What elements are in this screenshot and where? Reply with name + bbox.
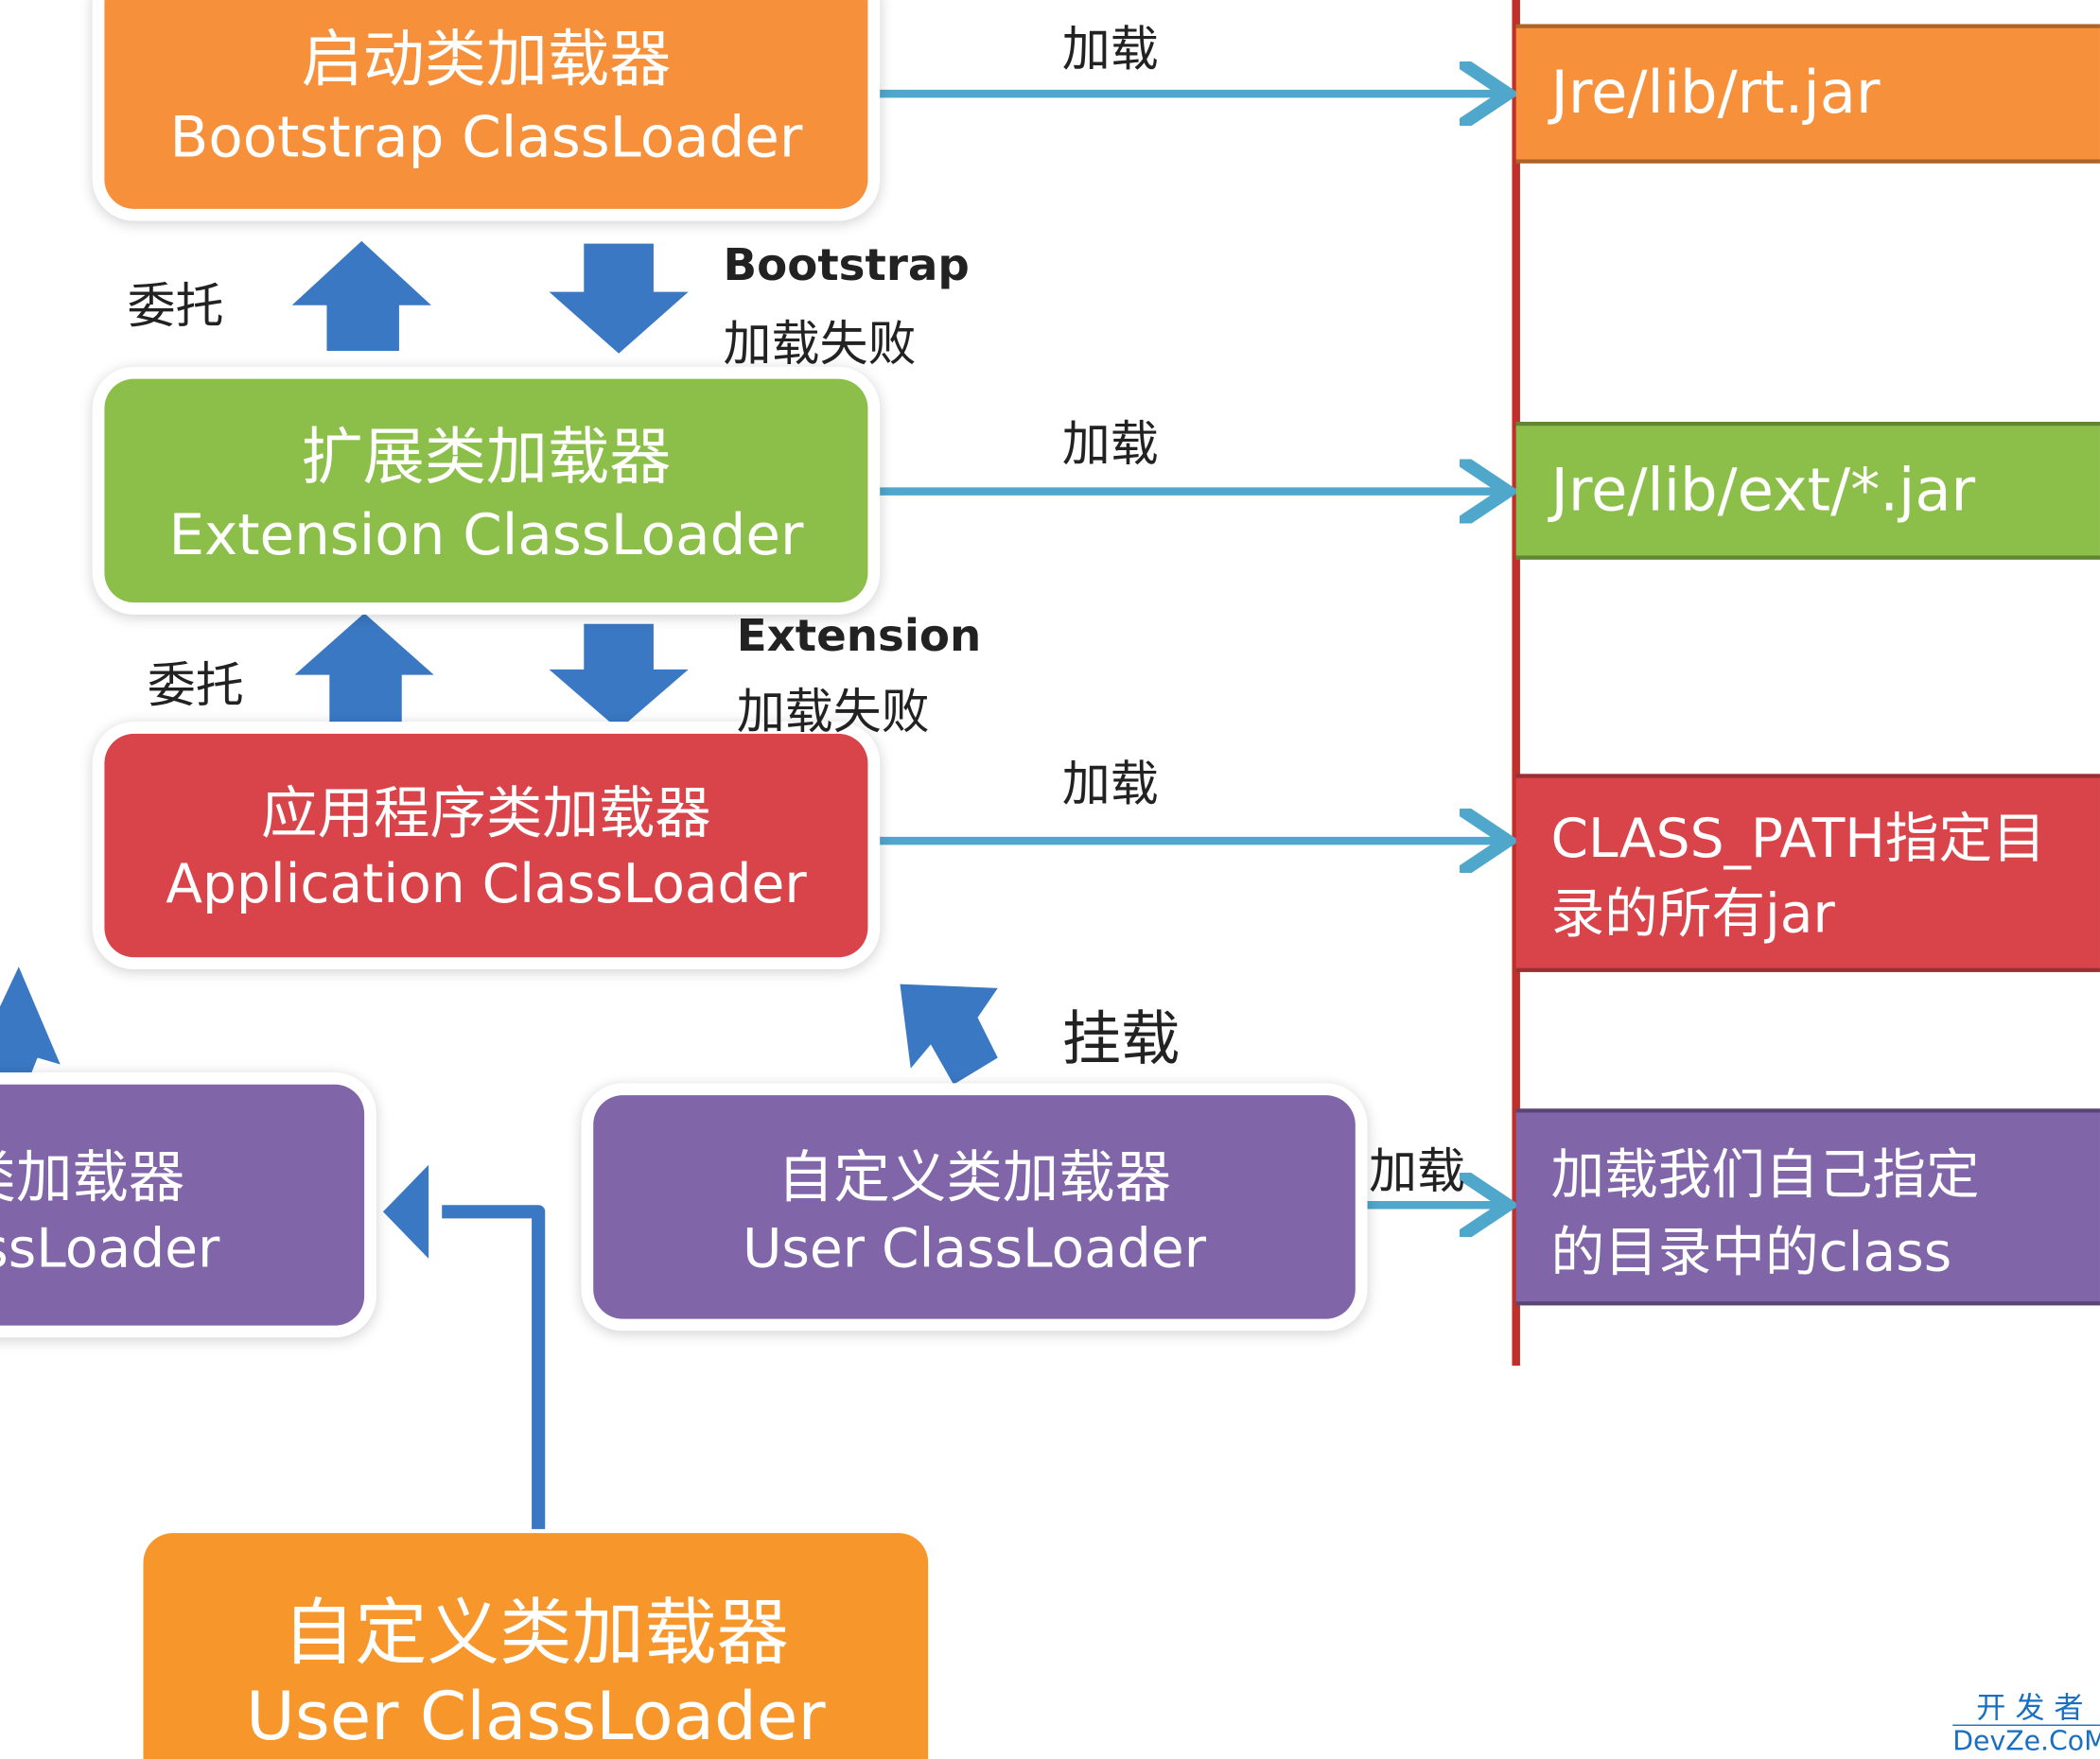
user-mid-en: User ClassLoader: [742, 1218, 1207, 1280]
user-classloader-box-left: 自定义类加载器 User ClassLoader: [0, 1084, 365, 1326]
target-custom-dir: 加载我们自己指定 的目录中的class: [1515, 1108, 2100, 1306]
extension-cn: 扩展类加载器: [301, 420, 672, 494]
target-classpath: CLASS_PATH指定目 录的所有jar: [1515, 774, 2100, 972]
bootstrap-en: Bootstrap ClassLoader: [169, 104, 803, 170]
elbow-arrowhead: [382, 1164, 429, 1259]
elbow-arrow: [442, 1205, 546, 1529]
target-ext-jar: Jre/lib/ext/*.jar: [1515, 421, 2100, 560]
watermark-cn: 开 发 者: [1952, 1695, 2100, 1726]
bootstrap-cn: 启动类加载器: [301, 23, 672, 96]
target-rt-text: Jre/lib/rt.jar: [1550, 59, 1881, 128]
extension-fail-label-1: Extension: [736, 609, 982, 662]
user-classloader-box-mid: 自定义类加载器 User ClassLoader: [593, 1095, 1356, 1319]
target-ext-text: Jre/lib/ext/*.jar: [1550, 456, 1976, 525]
bootstrap-classloader-box: 启动类加载器 Bootstrap ClassLoader: [104, 0, 868, 209]
left-up-arrow: [0, 967, 61, 1085]
fail-down-arrow-1: [549, 243, 689, 354]
fail-down-arrow-2: [549, 623, 689, 730]
target-classpath-line2: 录的所有jar: [1550, 883, 1835, 946]
delegate-up-arrow-2: [294, 613, 434, 723]
load-label-1: 加载: [1061, 23, 1159, 78]
target-rt-jar: Jre/lib/rt.jar: [1515, 24, 2100, 164]
application-cn: 应用程序类加载器: [261, 780, 711, 846]
extension-en: Extension ClassLoader: [168, 501, 804, 568]
load-label-4: 加载: [1368, 1144, 1465, 1200]
target-classpath-line1: CLASS_PATH指定目: [1550, 809, 2046, 871]
load-label-2: 加载: [1061, 417, 1159, 473]
extension-classloader-box: 扩展类加载器 Extension ClassLoader: [104, 378, 868, 603]
delegate-up-arrow-1: [291, 240, 431, 351]
bootstrap-fail-label-2: 加载失败: [723, 317, 917, 373]
mount-arrow: [900, 984, 998, 1085]
bootstrap-fail-label-1: Bootstrap: [723, 238, 970, 291]
target-custom-line2: 的目录中的class: [1550, 1222, 1952, 1284]
user-mid-cn: 自定义类加载器: [777, 1144, 1172, 1210]
watermark-logo: 开 发 者 DevZe.CoM: [1952, 1695, 2100, 1755]
watermark-en: DevZe.CoM: [1952, 1724, 2100, 1757]
load-label-3: 加载: [1061, 758, 1159, 813]
user-classloader-box-bottom: 自定义类加载器 User ClassLoader: [143, 1533, 929, 1759]
delegate-label-1: 委托: [127, 279, 224, 335]
mount-label: 挂载: [1061, 1005, 1181, 1074]
user-bottom-en: User ClassLoader: [246, 1677, 826, 1756]
target-custom-line1: 加载我们自己指定: [1550, 1144, 1980, 1207]
application-classloader-box: 应用程序类加载器 Application ClassLoader: [104, 733, 868, 958]
delegate-label-2: 委托: [147, 658, 244, 714]
user-left-cn: 自定义类加载器: [0, 1144, 185, 1210]
user-left-en: User ClassLoader: [0, 1218, 220, 1280]
user-bottom-cn: 自定义类加载器: [282, 1590, 789, 1676]
application-en: Application ClassLoader: [166, 854, 807, 916]
extension-fail-label-2: 加载失败: [736, 685, 930, 740]
